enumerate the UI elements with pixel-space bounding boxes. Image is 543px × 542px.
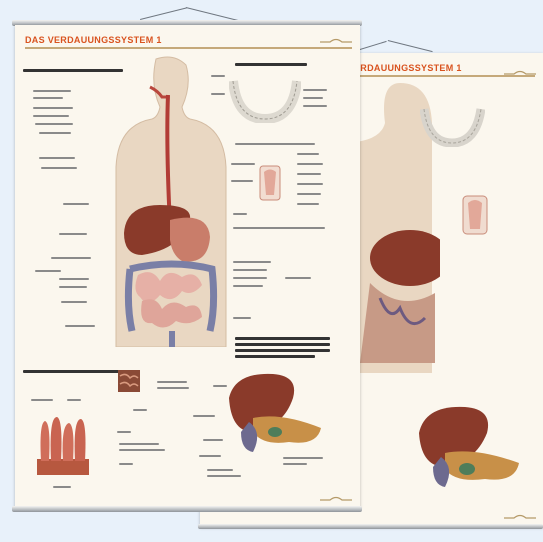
intestinal-villi-illustration: [37, 413, 89, 475]
label-line: [233, 227, 325, 229]
label-line: [233, 261, 271, 263]
teeth-illustration: [229, 77, 301, 123]
label-line: [231, 180, 253, 182]
label-line: [35, 123, 73, 125]
label-line: [297, 153, 319, 155]
label-line: [63, 203, 89, 205]
front-poster-title: DAS VERDAUUNGSSYSTEM 1: [25, 35, 162, 45]
label-line: [207, 475, 241, 477]
label-line: [297, 193, 321, 195]
section-heading-6: [235, 349, 330, 352]
label-line: [211, 75, 225, 77]
label-line: [59, 233, 87, 235]
label-line: [65, 325, 95, 327]
label-line: [31, 399, 53, 401]
front-poster-bottom-rod: [12, 506, 362, 512]
section-heading-2: [235, 63, 307, 66]
front-poster: DAS VERDAUUNGSSYSTEM 1: [15, 25, 360, 508]
label-line: [303, 89, 327, 91]
label-line: [283, 457, 323, 459]
label-line: [119, 449, 165, 451]
back-teeth-illustration: [420, 105, 485, 147]
back-tooth-illustration: [462, 195, 488, 235]
label-line: [59, 278, 89, 280]
front-poster-ornament: [320, 37, 352, 43]
label-line: [67, 399, 81, 401]
label-line: [33, 90, 71, 92]
label-line: [33, 115, 69, 117]
mucosa-sample-illustration: [118, 370, 140, 392]
label-line: [297, 163, 323, 165]
label-line: [35, 270, 61, 272]
label-line: [233, 317, 251, 319]
label-line: [233, 269, 267, 271]
hanging-string-right: [388, 40, 433, 52]
label-line: [297, 173, 321, 175]
label-line: [285, 277, 311, 279]
label-line: [203, 439, 223, 441]
liver-pancreas-illustration: [225, 370, 325, 458]
back-poster-bottom-rod: [198, 524, 543, 529]
label-line: [233, 277, 267, 279]
label-line: [117, 431, 131, 433]
section-heading-1: [23, 69, 123, 72]
label-line: [283, 463, 307, 465]
label-line: [233, 285, 263, 287]
label-line: [39, 132, 71, 134]
label-line: [303, 105, 327, 107]
label-line: [61, 301, 87, 303]
label-line: [193, 415, 215, 417]
label-line: [231, 163, 255, 165]
front-poster-header-rule: [25, 47, 352, 49]
label-line: [119, 463, 133, 465]
section-heading-3: [23, 370, 123, 373]
tooth-cross-section-illustration: [259, 165, 281, 201]
label-line: [33, 107, 73, 109]
back-poster-bottom-ornament: [504, 513, 536, 519]
label-line: [297, 183, 323, 185]
label-line: [39, 157, 75, 159]
label-line: [235, 143, 315, 145]
label-line: [53, 486, 71, 488]
label-line: [207, 469, 233, 471]
section-heading-5: [235, 343, 330, 346]
label-line: [119, 443, 159, 445]
label-line: [59, 286, 87, 288]
label-line: [133, 409, 147, 411]
label-line: [51, 257, 91, 259]
label-line: [199, 455, 221, 457]
label-line: [157, 381, 187, 383]
label-line: [211, 93, 225, 95]
front-hanging-string-left: [140, 7, 187, 20]
label-line: [213, 385, 227, 387]
label-line: [297, 203, 319, 205]
label-line: [33, 97, 63, 99]
back-liver-illustration: [415, 403, 525, 493]
label-line: [41, 167, 77, 169]
section-heading-7: [235, 355, 315, 358]
section-heading-4: [235, 337, 330, 340]
front-poster-bottom-ornament: [320, 495, 352, 501]
label-line: [157, 387, 189, 389]
label-line: [303, 97, 323, 99]
body-digestive-illustration: [112, 55, 230, 347]
label-line: [233, 213, 247, 215]
